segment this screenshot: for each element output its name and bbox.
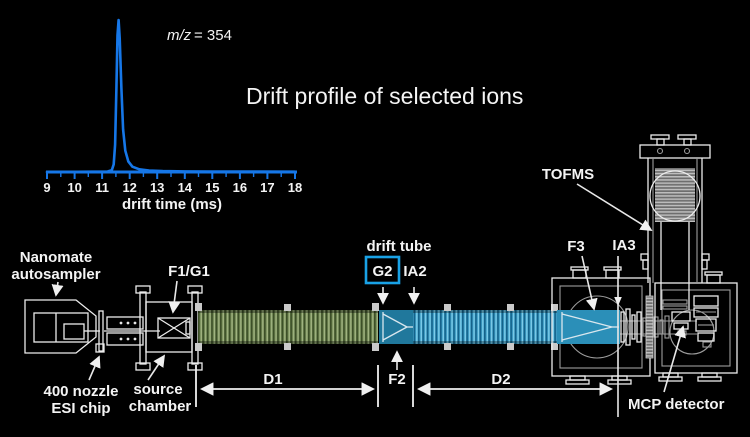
nanomate-arrow (51, 281, 64, 297)
source-chamber-drawing (135, 285, 203, 371)
gate-valve (645, 295, 654, 359)
x-tick-label: 17 (260, 180, 274, 195)
label-source-line1: source (133, 381, 182, 398)
drift-tube-d1-section (195, 303, 379, 351)
label-f3: F3 (567, 238, 585, 255)
x-tick-label: 13 (150, 180, 164, 195)
f3-ion-funnel-section (557, 310, 620, 344)
x-tick-label: 15 (205, 180, 219, 195)
label-f2: F2 (388, 371, 406, 388)
instrument-schematic: Nanomate autosampler 400 nozzle ESI chip… (11, 134, 738, 417)
mz-label-italic: m/z (167, 27, 192, 44)
label-esi-line1: 400 nozzle (43, 383, 118, 400)
dimension-indicators (195, 350, 614, 407)
esi-chip-drawing (95, 310, 160, 353)
vacuum-chamber-2 (654, 271, 738, 382)
label-nanomate-line2: autosampler (11, 266, 100, 283)
x-tick-label: 14 (178, 180, 193, 195)
label-ia3: IA3 (612, 237, 635, 254)
label-mcp: MCP detector (628, 396, 725, 413)
esi-chip-arrow (88, 355, 101, 381)
mcp-arrow (663, 325, 686, 393)
drift-tube-d2-section (413, 304, 558, 350)
label-nanomate-line1: Nanomate (20, 249, 93, 266)
label-d2: D2 (491, 371, 510, 388)
ion-optics-stack (620, 308, 697, 346)
f2-ion-funnel-section (379, 310, 413, 344)
tofms-arrow (576, 183, 653, 231)
f1g1-arrow (168, 280, 181, 314)
tofms-tube-drawing (639, 134, 711, 310)
x-tick-label: 16 (233, 180, 247, 195)
x-axis-label: drift time (ms) (122, 196, 222, 213)
drift-profile-chart: 9 10 11 12 13 14 15 16 17 18 drift time … (43, 18, 302, 213)
x-axis-ticks (46, 173, 296, 179)
label-esi-line2: ESI chip (51, 400, 110, 417)
nanomate-autosampler-drawing (24, 299, 100, 354)
x-tick-label: 9 (43, 180, 50, 195)
ia3-arrowhead (614, 297, 622, 306)
x-tick-label: 10 (67, 180, 81, 195)
label-g2: G2 (372, 263, 392, 280)
x-tick-label: 12 (122, 180, 136, 195)
leader-arrows (51, 183, 686, 417)
page-title: Drift profile of selected ions (246, 83, 523, 109)
x-tick-label: 11 (95, 180, 109, 195)
mz-label-value: = 354 (194, 27, 232, 44)
label-drift-tube: drift tube (367, 238, 432, 255)
g2-highlight-box (364, 255, 401, 285)
label-source-line2: chamber (129, 398, 192, 415)
x-tick-label: 18 (288, 180, 302, 195)
source-chamber-arrow (147, 354, 165, 381)
f3-arrow (581, 255, 598, 311)
label-tofms: TOFMS (542, 166, 594, 183)
label-d1: D1 (263, 371, 282, 388)
label-ia2: IA2 (403, 263, 426, 280)
label-f1g1: F1/G1 (168, 263, 210, 280)
